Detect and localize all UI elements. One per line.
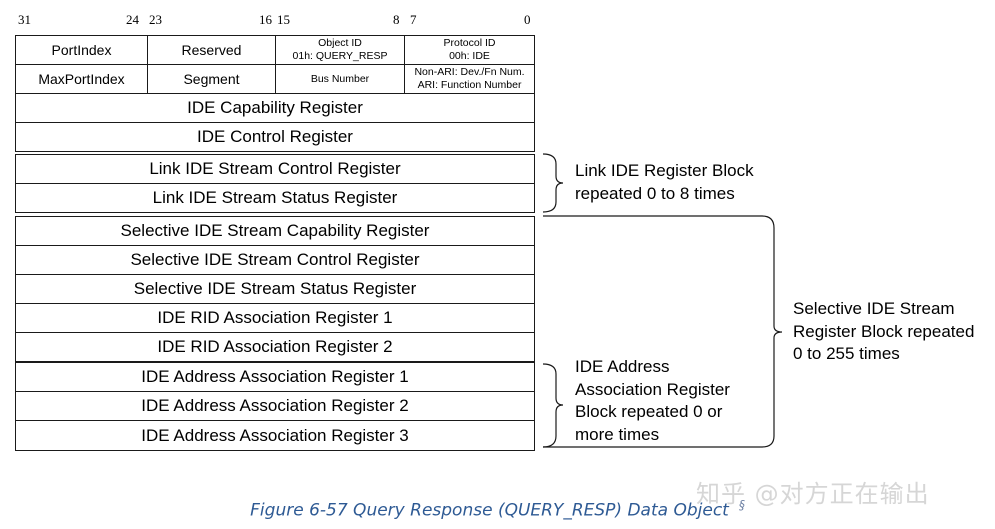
- watermark: 知乎 @对方正在输出: [696, 480, 930, 508]
- link-block-annotation: Link IDE Register Block repeated 0 to 8 …: [575, 161, 754, 203]
- field-value: 01h: QUERY_RESP: [292, 50, 388, 62]
- bit-number-23: 23: [149, 12, 162, 27]
- link-ide-stream-status-register: Link IDE Stream Status Register: [15, 183, 535, 213]
- address-block-bracket: [542, 363, 564, 448]
- device-function-field: Non-ARI: Dev./Fn Num. ARI: Function Numb…: [404, 64, 535, 94]
- ide-control-register: IDE Control Register: [15, 122, 535, 152]
- field-label: ARI: Function Number: [417, 79, 522, 91]
- selective-block-bracket: [543, 215, 783, 448]
- section-mark-link[interactable]: §: [738, 498, 745, 512]
- ide-rid-association-register-2: IDE RID Association Register 2: [15, 332, 535, 362]
- address-block-annotation: IDE Address Association Register Block r…: [575, 357, 730, 444]
- bit-number-0: 0: [524, 12, 531, 27]
- bit-number-24: 24: [126, 12, 139, 27]
- figure-caption: Figure 6-57 Query Response (QUERY_RESP) …: [0, 498, 995, 521]
- selective-block-annotation: Selective IDE Stream Register Block repe…: [793, 299, 975, 363]
- bit-number-31: 31: [18, 12, 31, 27]
- field-label: Bus Number: [310, 72, 370, 85]
- field-label: Non-ARI: Dev./Fn Num.: [414, 66, 525, 78]
- bit-number-8: 8: [393, 12, 400, 27]
- field-label: PortIndex: [51, 41, 112, 58]
- field-label: Object ID: [318, 37, 362, 49]
- bit-number-7: 7: [410, 12, 417, 27]
- bit-number-16: 16: [259, 12, 272, 27]
- field-label: Reserved: [181, 41, 242, 58]
- field-label: Protocol ID: [443, 37, 496, 49]
- caption-text: Figure 6-57 Query Response (QUERY_RESP) …: [250, 500, 729, 521]
- field-label: Segment: [183, 70, 240, 87]
- link-block-bracket: [542, 153, 564, 213]
- protocol-id-field: Protocol ID 00h: IDE: [404, 35, 535, 65]
- bit-number-15: 15: [277, 12, 290, 27]
- field-value: 00h: IDE: [449, 50, 490, 62]
- ide-address-association-register-3: IDE Address Association Register 3: [15, 420, 535, 451]
- field-label: MaxPortIndex: [38, 70, 125, 87]
